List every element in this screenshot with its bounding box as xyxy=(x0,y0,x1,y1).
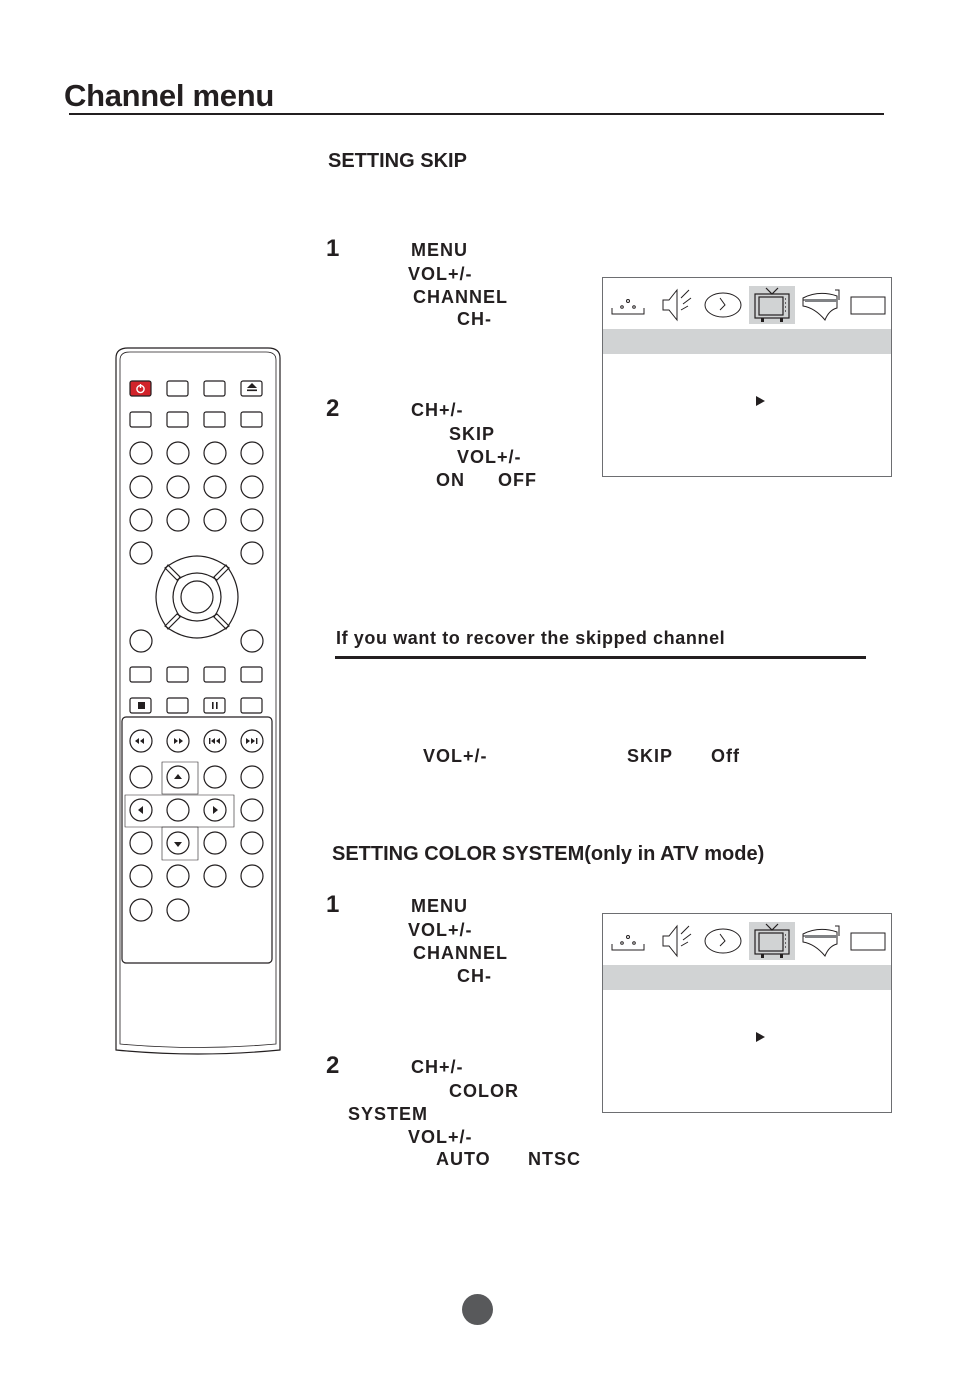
tv-channel-icon xyxy=(749,286,795,324)
recover-underline xyxy=(335,656,866,659)
keyword-ch-plus-minus: CH+/- xyxy=(411,400,464,420)
keyword-channel: CHANNEL xyxy=(413,287,508,307)
keyword-menu: MENU xyxy=(411,896,468,916)
page-title: Channel menu xyxy=(64,78,274,113)
keyword-vol: VOL+/- xyxy=(423,746,488,766)
keyword-off: Off xyxy=(711,746,740,766)
keyword-vol: VOL+/- xyxy=(408,920,473,940)
sound-icon xyxy=(662,924,692,958)
keyword-ntsc: NTSC xyxy=(528,1149,581,1169)
setting-skip-heading: SETTING SKIP xyxy=(328,150,467,172)
keyword-color: COLOR xyxy=(449,1081,519,1101)
osd-channel-menu-color-system xyxy=(602,913,892,1113)
setting-color-system-heading: SETTING COLOR SYSTEM(only in ATV mode) xyxy=(332,843,765,865)
blank-tab-icon xyxy=(850,932,886,951)
osd-highlight-bar xyxy=(603,965,891,990)
keyword-skip: SKIP xyxy=(449,424,496,444)
picture-icon xyxy=(611,299,645,315)
keyword-off: OFF xyxy=(498,470,537,490)
tv-channel-icon xyxy=(749,922,795,960)
blank-tab-icon xyxy=(850,296,886,315)
picture-icon xyxy=(611,935,645,951)
function-icon xyxy=(802,925,840,957)
right-arrow-icon xyxy=(756,1032,765,1042)
sound-icon xyxy=(662,288,692,322)
keyword-vol: VOL+/- xyxy=(408,1127,473,1147)
keyword-ch-minus: CH- xyxy=(457,309,492,329)
keyword-auto: AUTO xyxy=(436,1149,491,1169)
power-button xyxy=(129,380,152,397)
step-number: 1 xyxy=(326,891,340,918)
title-underline xyxy=(69,113,884,115)
right-arrow-icon xyxy=(756,396,765,406)
recover-skipped-heading: If you want to recover the skipped chann… xyxy=(336,628,726,648)
keyword-system: SYSTEM xyxy=(348,1104,429,1124)
keyword-ch-minus: CH- xyxy=(457,966,492,986)
keyword-channel: CHANNEL xyxy=(413,943,508,963)
step-number: 2 xyxy=(326,1052,340,1079)
keyword-menu: MENU xyxy=(411,240,468,260)
step-number: 2 xyxy=(326,395,340,422)
function-icon xyxy=(802,289,840,321)
keyword-on: ON xyxy=(436,470,465,490)
keyword-vol: VOL+/- xyxy=(408,264,473,284)
keyword-ch-plus-minus: CH+/- xyxy=(411,1057,464,1077)
page-number-badge xyxy=(462,1294,493,1325)
remote-control-illustration xyxy=(115,347,281,1055)
keyword-skip: SKIP xyxy=(627,746,674,766)
step-number: 1 xyxy=(326,235,340,262)
osd-highlight-bar xyxy=(603,329,891,354)
clock-icon xyxy=(704,292,742,318)
keyword-vol: VOL+/- xyxy=(457,447,522,467)
clock-icon xyxy=(704,928,742,954)
osd-channel-menu-skip xyxy=(602,277,892,477)
